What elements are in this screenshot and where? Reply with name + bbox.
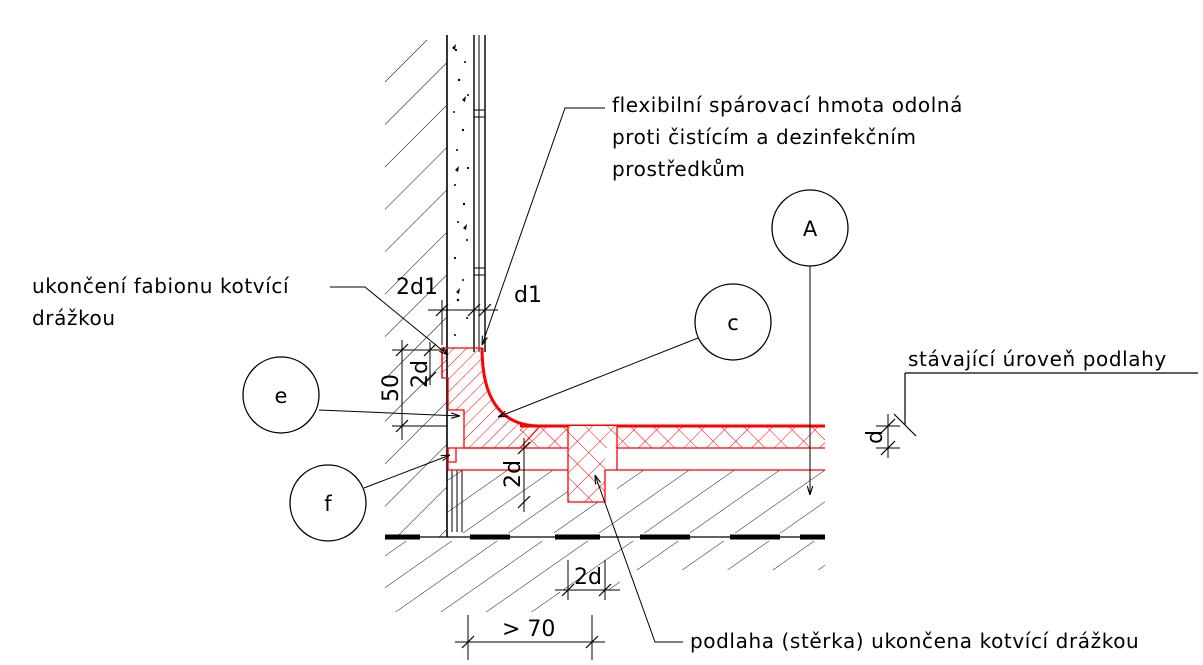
leader-sealant [482,107,605,345]
note-sealant-line2: proti čistícím a dezinfekčním [612,125,917,149]
existing-floor-level: stávající úroveň podlahy [893,347,1198,437]
bubble-a-label: A [803,217,818,241]
ground [385,541,830,615]
note-fabion-end: ukončení fabionu kotvící drážkou [32,274,290,330]
dimension-2d-groove-depth: 2d [501,438,531,512]
dimension-2d-groove-width: 2d [555,560,620,600]
dim-2d-vertical-label: 2d [408,360,433,388]
screed-layers [448,424,825,503]
existing-floor-label: stávající úroveň podlahy [908,347,1167,371]
note-floor-end: podlaha (stěrka) ukončena kotvící drážko… [690,629,1139,653]
note-fabion-end-line1: ukončení fabionu kotvící [32,274,290,298]
dimension-min-width: > 70 [455,615,605,660]
leader-floor-end [595,475,683,643]
dim-d1-label: d1 [514,283,542,308]
bubble-e-label: e [275,384,288,408]
dim-d-label: d [863,430,888,444]
note-sealant-line3: prostředkům [612,157,746,181]
bubble-f: f [289,455,450,542]
bubble-f-label: f [324,492,332,516]
dim-2d-groove-width-label: 2d [574,565,602,590]
fabion [441,347,542,470]
dimension-d: d [863,414,900,458]
note-fabion-end-line2: drážkou [32,306,116,330]
bubble-e: e [242,356,460,434]
bubble-a: A [771,189,849,495]
dimension-50: 50 2d [379,340,447,440]
note-sealant: flexibilní spárovací hmota odolná proti … [612,93,963,181]
dim-2d1-label: 2d1 [396,275,438,300]
leader-fabion-end [330,286,448,355]
dim-min-width-label: > 70 [502,617,555,642]
dimension-2d1: 2d1 d1 [396,275,542,345]
wall [385,35,448,537]
wall-finish-layer [448,35,486,355]
dim-50-label: 50 [379,374,404,402]
bubble-c-label: c [727,311,739,335]
dim-2d-groove-depth-label: 2d [501,460,526,488]
note-sealant-line1: flexibilní spárovací hmota odolná [612,93,963,117]
bubble-c: c [498,283,772,417]
